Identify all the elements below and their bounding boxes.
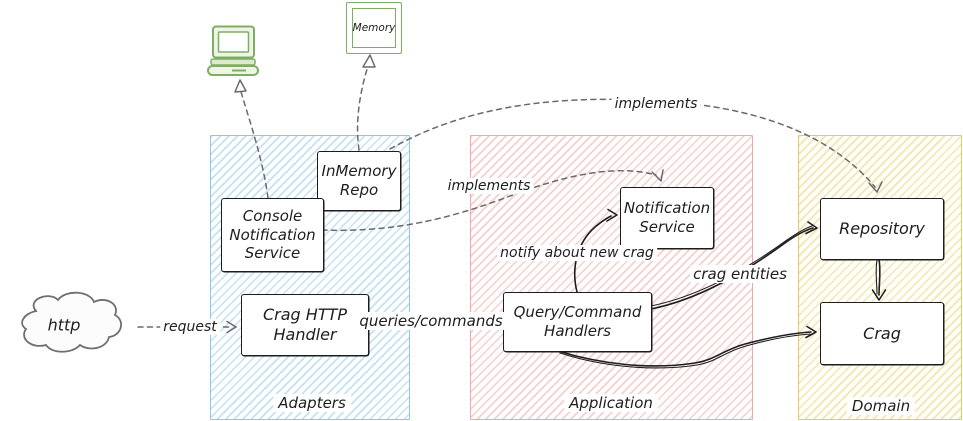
- edge-implements-notification: [321, 169, 657, 232]
- http-cloud-label: http: [47, 315, 81, 335]
- node-notification-service: Notification Service: [620, 187, 714, 249]
- edge-console-to-laptop: [240, 91, 269, 199]
- laptop-icon: [205, 25, 261, 79]
- memory-chip-label: Memory: [352, 8, 396, 48]
- arrowhead-to-crag: [805, 325, 817, 339]
- label-queries-commands: queries/commands: [356, 312, 506, 330]
- arrowhead-repository-to-crag: [871, 289, 887, 301]
- node-inmemory-repo: InMemory Repo: [317, 151, 401, 211]
- memory-chip-icon: Memory: [346, 2, 402, 54]
- edge-to-crag: [557, 331, 812, 367]
- edge-to-crag-sketch: [559, 333, 811, 369]
- arrowhead-memory: [362, 54, 376, 68]
- label-request: request: [160, 319, 220, 335]
- label-region-application: Application: [564, 394, 658, 412]
- label-region-domain: Domain: [846, 397, 916, 415]
- label-notify-new-crag: notify about new crag: [497, 245, 657, 261]
- arrowhead-request: [226, 320, 238, 334]
- edge-crag-entities: [650, 227, 814, 310]
- node-crag-http-handler: Crag HTTP Handler: [241, 294, 369, 356]
- label-implements-repository: implements: [611, 96, 701, 112]
- edge-implements-repository: [389, 98, 876, 188]
- edge-notify: [573, 215, 612, 293]
- label-crag-entities: crag entities: [690, 265, 790, 283]
- arrowhead-implements-notification: [651, 169, 664, 182]
- edge-crag-entities-sketch: [650, 225, 813, 307]
- arrowhead-notify: [606, 208, 618, 222]
- arrowhead-implements-repository: [868, 181, 883, 194]
- label-implements-notification: implements: [444, 178, 534, 194]
- node-crag: Crag: [820, 302, 944, 365]
- cloud-shape: [6, 291, 126, 357]
- node-console-notification-service: Console Notification Service: [221, 198, 324, 272]
- edge-inmemory-to-memory: [356, 65, 369, 151]
- arrowhead-crag-entities: [805, 221, 818, 235]
- edge-repository-to-crag-sketch: [875, 259, 878, 295]
- node-repository: Repository: [820, 198, 944, 260]
- node-query-command-handlers: Query/Command Handlers: [503, 292, 652, 352]
- edge-repository-to-crag: [878, 258, 881, 296]
- arrowhead-laptop: [234, 79, 247, 93]
- label-region-adapters: Adapters: [273, 394, 351, 412]
